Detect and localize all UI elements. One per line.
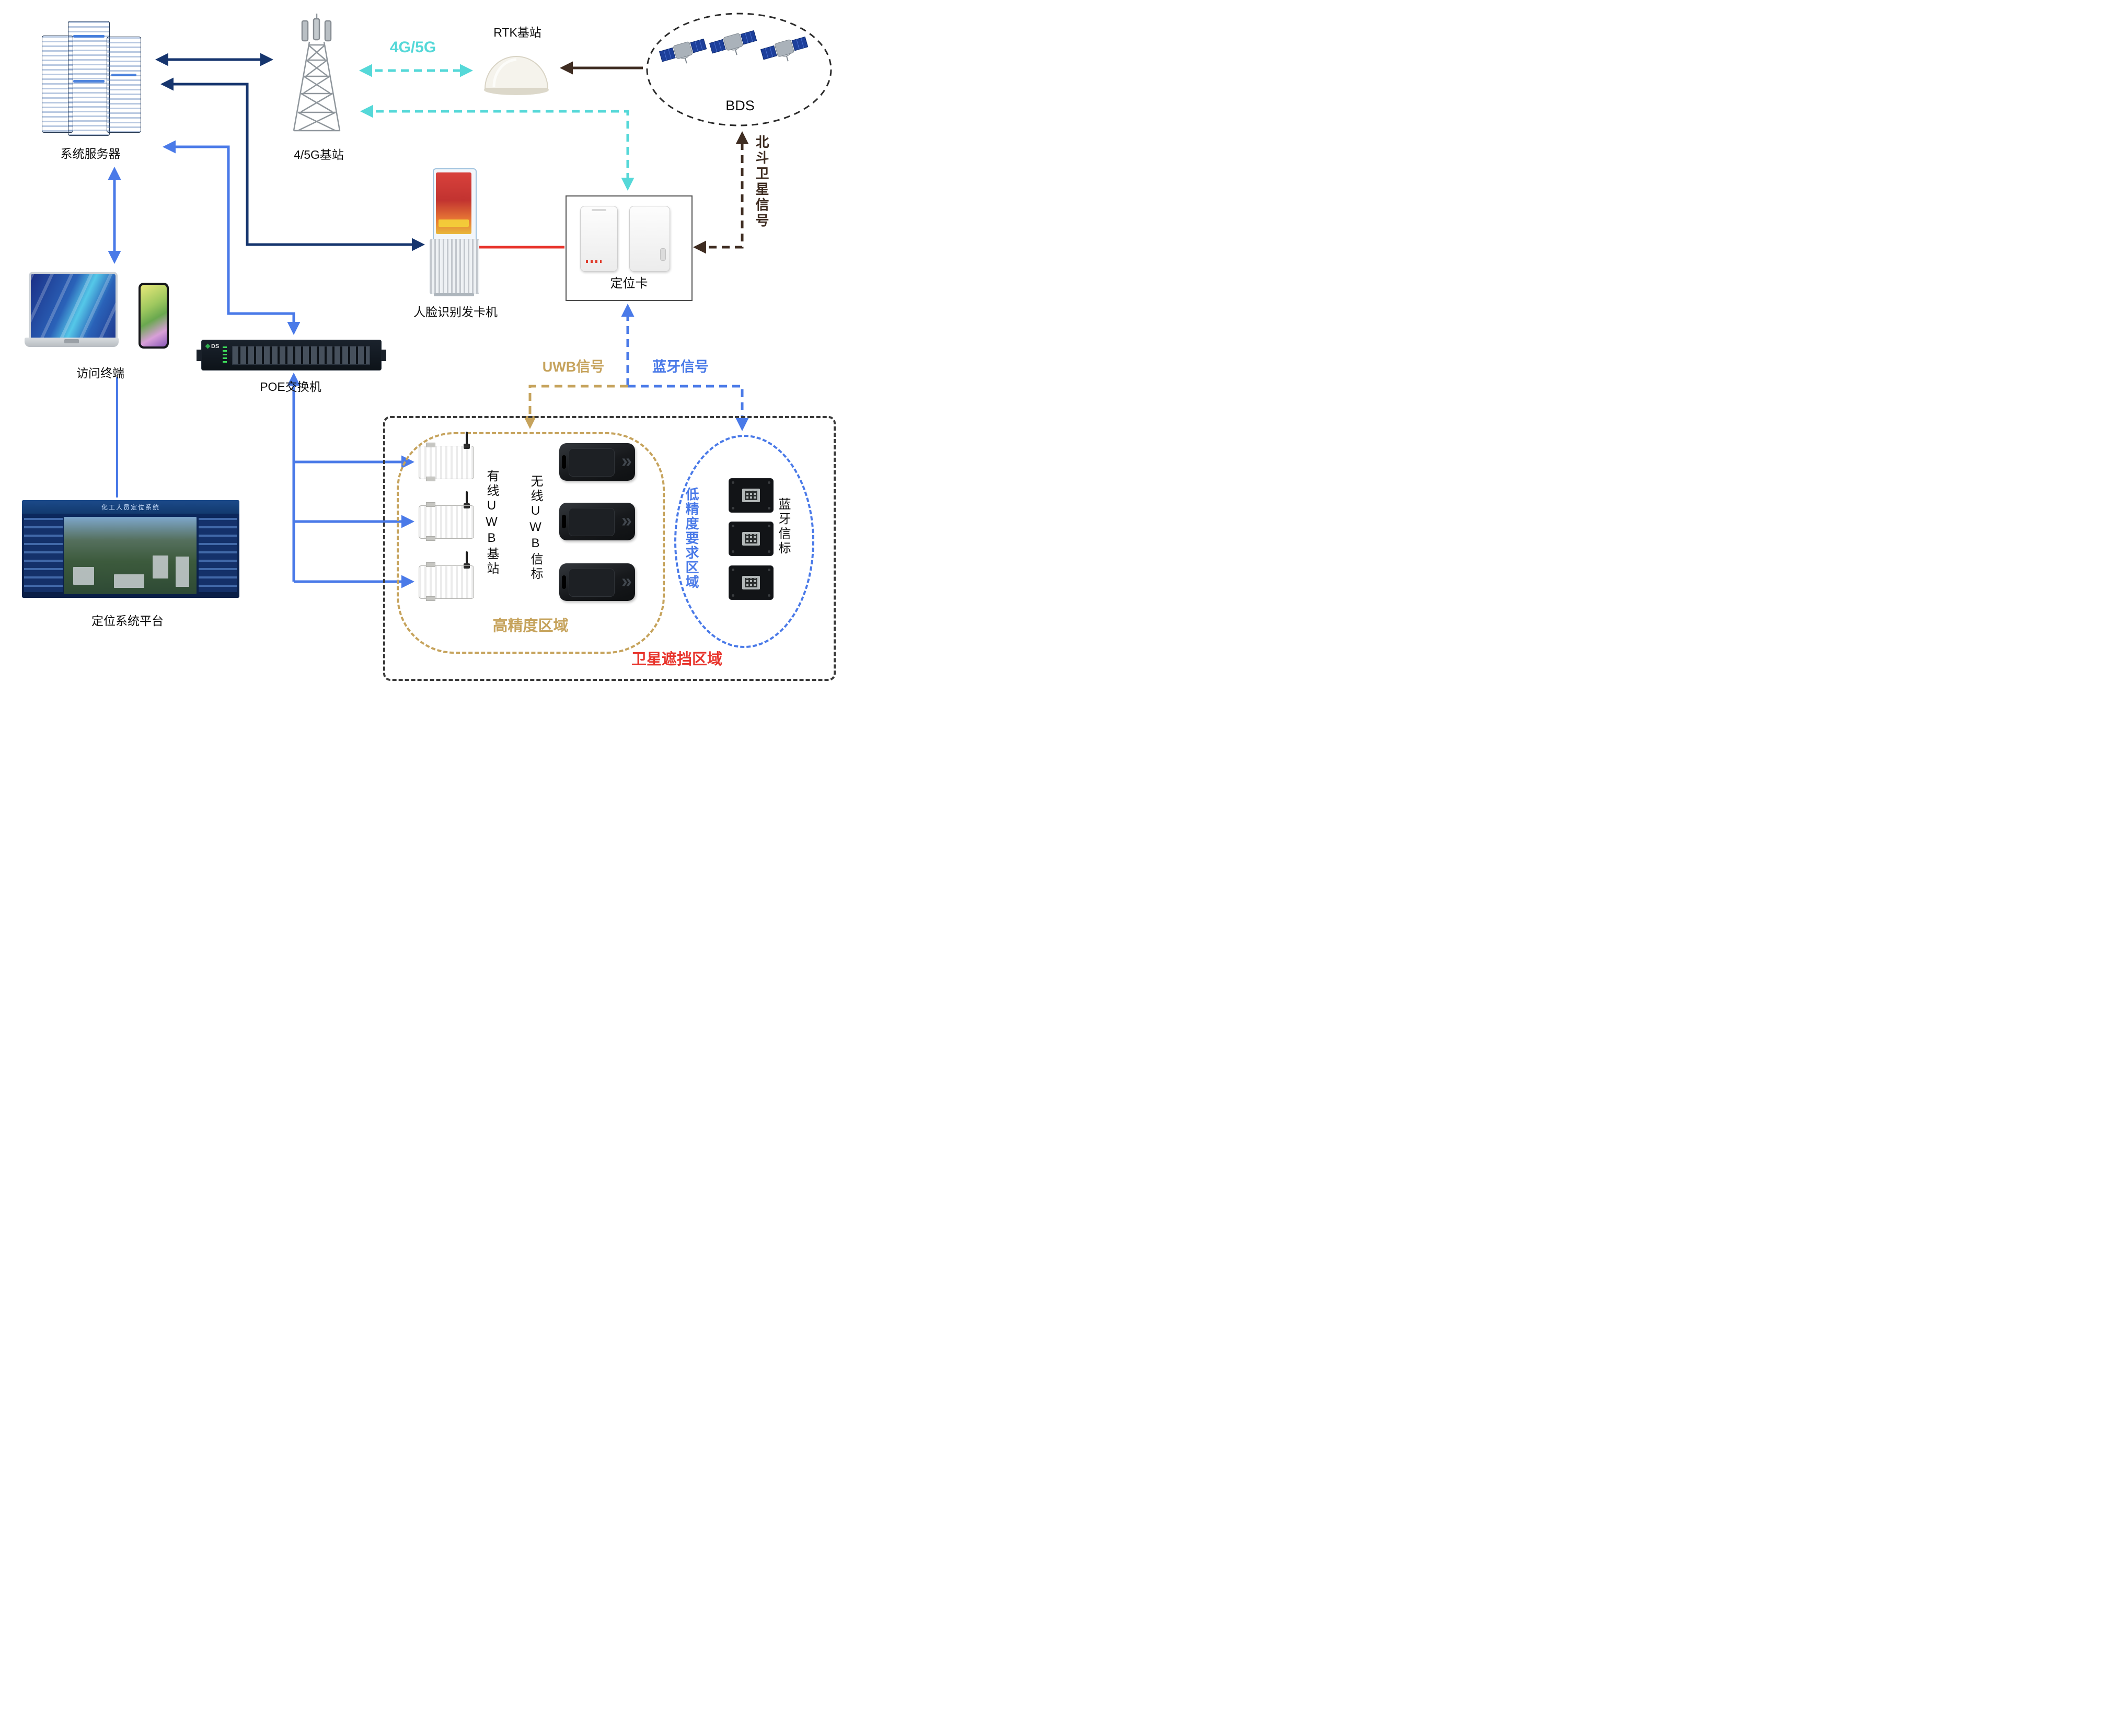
kiosk-label: 人脸识别发卡机 bbox=[413, 305, 498, 319]
beidou-signal-label: 北斗卫星信号 bbox=[754, 135, 769, 229]
high-precision-region bbox=[397, 432, 665, 654]
server-label: 系统服务器 bbox=[60, 147, 121, 160]
poe-label: POE交换机 bbox=[260, 380, 321, 394]
platform-screenshot: 化工人员定位系统 bbox=[22, 500, 239, 598]
uwb-signal-label: UWB信号 bbox=[542, 359, 605, 375]
link-tower-card-4g5g bbox=[360, 105, 635, 191]
bluetooth-beacon-icon bbox=[729, 565, 774, 600]
uwb-tag-icon: » bbox=[559, 503, 635, 540]
server-rack-icon bbox=[107, 37, 141, 133]
platform-label: 定位系统平台 bbox=[91, 614, 164, 628]
rtk-label: RTK基站 bbox=[493, 26, 541, 39]
server-rack-icon bbox=[68, 21, 110, 136]
cell-tower-icon bbox=[293, 14, 341, 132]
satellite-blocked-region bbox=[383, 416, 836, 681]
uwb-anchor-icon bbox=[419, 432, 474, 481]
access-terminal-icons bbox=[25, 272, 171, 361]
wireless-uwb-label: 无线UWB信标 bbox=[528, 474, 543, 582]
architecture-diagram: 系统服务器 4/5G基站 4G/5G RTK基站 bbox=[0, 0, 849, 695]
uwb-anchor-icon bbox=[419, 551, 474, 601]
wired-uwb-label: 有线UWB基站 bbox=[485, 469, 499, 576]
link-card-bds-beidou bbox=[693, 131, 749, 254]
satellite-icon bbox=[758, 29, 812, 72]
poe-switch-icon: DS bbox=[197, 340, 386, 371]
satellite-blocked-label: 卫星遮挡区域 bbox=[631, 651, 722, 668]
laptop-icon bbox=[29, 272, 118, 338]
link-server-poe bbox=[163, 140, 301, 335]
card-label: 定位卡 bbox=[610, 276, 648, 291]
uwb-anchor-icon bbox=[419, 491, 474, 541]
face-kiosk-icon bbox=[430, 168, 479, 296]
laptop-base bbox=[25, 338, 119, 347]
tower-label: 4/5G基站 bbox=[294, 148, 344, 161]
low-precision-region bbox=[674, 435, 814, 648]
signal-4g5g-label: 4G/5G bbox=[389, 39, 436, 56]
bluetooth-beacon-icon bbox=[729, 478, 774, 513]
links-layer bbox=[108, 53, 749, 588]
bluetooth-beacon-label: 蓝牙信标 bbox=[776, 497, 790, 556]
positioning-card-box: 定位卡 bbox=[566, 195, 693, 301]
satellite-icon bbox=[656, 31, 711, 74]
bds-label: BDS bbox=[725, 98, 755, 113]
link-uwb-to-highzone bbox=[523, 385, 628, 429]
positioning-card-icon bbox=[629, 206, 670, 272]
low-precision-label: 低精度要求区域 bbox=[684, 487, 699, 589]
platform-screen-title: 化工人员定位系统 bbox=[101, 504, 160, 511]
poe-logo: DS bbox=[205, 343, 219, 350]
bds-ellipse bbox=[646, 13, 832, 126]
high-precision-label: 高精度区域 bbox=[492, 618, 569, 634]
uwb-tag-icon: » bbox=[559, 443, 635, 481]
bluetooth-signal-label: 蓝牙信号 bbox=[652, 359, 709, 375]
positioning-card-icon bbox=[580, 206, 618, 272]
server-racks bbox=[42, 21, 141, 141]
uwb-tag-icon: » bbox=[559, 563, 635, 601]
rtk-dome-icon bbox=[484, 56, 549, 95]
terminal-label: 访问终端 bbox=[76, 366, 124, 380]
bluetooth-beacon-icon bbox=[729, 522, 774, 556]
satellite-icon bbox=[707, 23, 761, 65]
phone-icon bbox=[139, 283, 169, 349]
